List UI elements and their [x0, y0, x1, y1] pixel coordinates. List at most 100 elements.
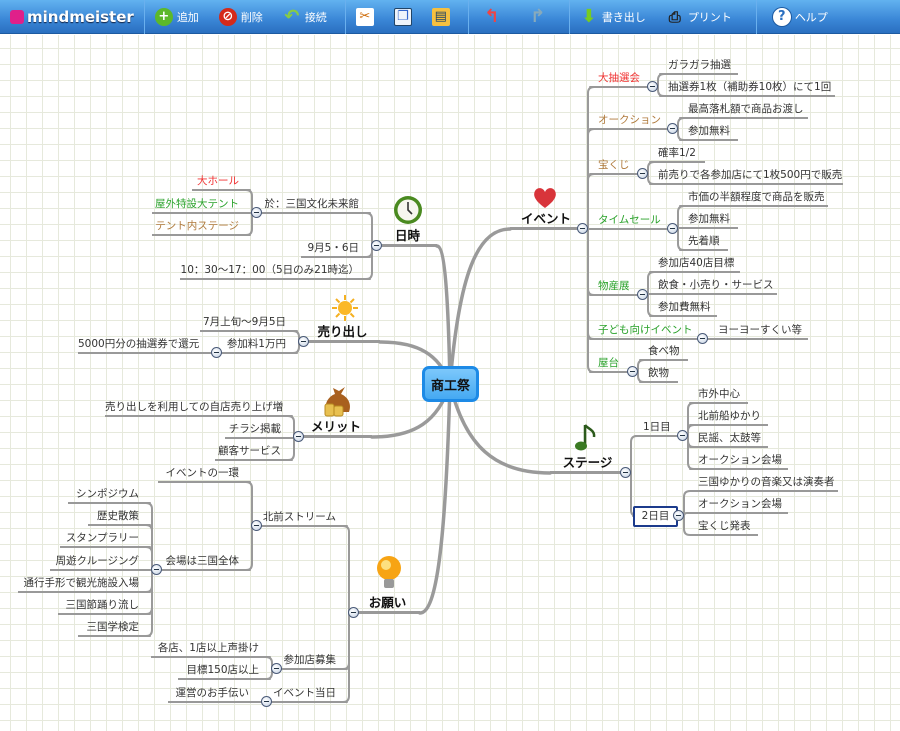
topic-event-children-5[interactable]: 子ども向けイベント — [590, 323, 702, 340]
cut-button[interactable]: ✂ — [346, 0, 384, 34]
topic-event-children-1[interactable]: オークション — [590, 113, 672, 130]
collapse-toggle-icon[interactable] — [261, 696, 272, 707]
topic-event-children-3-children-2[interactable]: 先着順 — [680, 234, 728, 251]
topic-event-children-4-children-0[interactable]: 参加店40店目標 — [650, 256, 740, 273]
collapse-toggle-icon[interactable] — [151, 564, 162, 575]
topic-event-children-3-children-0[interactable]: 市価の半額程度で商品を販売 — [680, 190, 828, 207]
topic-event-children-3-children-1[interactable]: 参加無料 — [680, 212, 738, 229]
main-topic-merit[interactable]: メリット — [300, 417, 372, 438]
collapse-toggle-icon[interactable] — [673, 510, 684, 521]
download-arrow-icon: ⬇ — [581, 6, 597, 27]
collapse-toggle-icon[interactable] — [371, 240, 382, 251]
topic-stage-children-0-children-3[interactable]: オークション会場 — [690, 453, 788, 470]
collapse-toggle-icon[interactable] — [620, 467, 631, 478]
topic-stage-children-0-children-0[interactable]: 市外中心 — [690, 387, 748, 404]
main-topic-request[interactable]: お願い — [355, 593, 420, 614]
topic-request-children-0-children-1-children-3[interactable]: 周遊クルージング — [50, 554, 150, 571]
topic-request-children-0-children-1-children-5[interactable]: 三国節踊り流し — [58, 598, 150, 615]
topic-datetime-children-2[interactable]: 10：30〜17：00（5日のみ21時迄） — [180, 263, 370, 280]
topic-merit-children-0[interactable]: 売り出しを利用しての自店売り上げ増 — [105, 400, 292, 417]
topic-stage-children-0-children-1[interactable]: 北前船ゆかり — [690, 409, 768, 426]
collapse-toggle-icon[interactable] — [293, 431, 304, 442]
topic-stage-children-0[interactable]: 1日目 — [635, 420, 682, 437]
topic-datetime-children-0[interactable]: 於：三国文化未来館 — [258, 197, 370, 214]
collapse-toggle-icon[interactable] — [577, 223, 588, 234]
collapse-toggle-icon[interactable] — [271, 663, 282, 674]
topic-event-children-1-children-0[interactable]: 最高落札額で商品お渡し — [680, 102, 808, 119]
collapse-toggle-icon[interactable] — [211, 347, 222, 358]
topic-event-children-2[interactable]: 宝くじ — [590, 158, 642, 175]
topic-merit-children-1[interactable]: チラシ掲載 — [225, 422, 292, 439]
topic-stage-children-1-children-0[interactable]: 三国ゆかりの音楽又は演奏者 — [690, 475, 838, 492]
collapse-toggle-icon[interactable] — [251, 520, 262, 531]
topic-datetime-children-0-children-2[interactable]: テント内ステージ — [152, 219, 250, 236]
export-button[interactable]: ⬇書き出し — [570, 0, 656, 34]
topic-request-children-1-children-1[interactable]: 目標150店以上 — [178, 663, 270, 680]
topic-request-children-0-children-1-children-4[interactable]: 通行手形で観光施設入場 — [18, 576, 150, 593]
topic-stage-children-1-children-2[interactable]: 宝くじ発表 — [690, 519, 758, 536]
topic-stage-children-0-children-2[interactable]: 民謡、太鼓等 — [690, 431, 768, 448]
topic-request-children-2[interactable]: イベント当日 — [268, 686, 347, 703]
topic-event-children-0-children-1[interactable]: 抽選券1枚（補助券10枚）にて1回 — [660, 80, 835, 97]
topic-sale-children-0[interactable]: 7月上旬〜9月5日 — [200, 315, 297, 332]
topic-event-children-0[interactable]: 大抽選会 — [590, 71, 652, 88]
topic-request-children-0-children-1-children-1[interactable]: 歴史散策 — [88, 509, 150, 526]
topic-event-children-1-children-1[interactable]: 参加無料 — [680, 124, 738, 141]
main-topic-sale[interactable]: 売り出し — [305, 322, 380, 343]
topic-event-children-5-children-0[interactable]: ヨーヨーすくい等 — [710, 323, 808, 340]
topic-request-children-0-children-1-children-6[interactable]: 三国学検定 — [78, 620, 150, 637]
topic-stage-children-1-children-1[interactable]: オークション会場 — [690, 497, 788, 514]
topic-request-children-1[interactable]: 参加店募集 — [278, 653, 347, 670]
topic-sale-children-1-children-0[interactable]: 5000円分の抽選券で還元 — [78, 337, 210, 354]
collapse-toggle-icon[interactable] — [251, 207, 262, 218]
central-topic[interactable]: 商工祭 — [422, 366, 479, 402]
topic-sale-children-1[interactable]: 参加料1万円 — [218, 337, 297, 354]
topic-event-children-0-children-0[interactable]: ガラガラ抽選 — [660, 58, 738, 75]
paste-button[interactable]: ▤ — [422, 0, 460, 34]
topic-request-children-0-children-1-children-0[interactable]: シンポジウム — [68, 487, 150, 504]
topic-event-children-4-children-1[interactable]: 飲食・小売り・サービス — [650, 278, 777, 295]
topic-merit-children-2[interactable]: 顧客サービス — [215, 444, 292, 461]
topic-datetime-children-0-children-0[interactable]: 大ホール — [192, 174, 250, 191]
connect-button[interactable]: ↶接続 — [273, 0, 337, 34]
topic-event-children-6-children-1[interactable]: 飲物 — [640, 366, 678, 383]
topic-request-children-0-children-0[interactable]: イベントの一環 — [158, 466, 250, 483]
collapse-toggle-icon[interactable] — [637, 289, 648, 300]
topic-event-children-2-children-0[interactable]: 確率1/2 — [650, 146, 705, 163]
redo-button[interactable]: ↱ — [515, 0, 561, 34]
collapse-toggle-icon[interactable] — [348, 607, 359, 618]
collapse-toggle-icon[interactable] — [298, 336, 309, 347]
collapse-toggle-icon[interactable] — [677, 430, 688, 441]
topic-request-children-0-children-1[interactable]: 会場は三国全体 — [158, 554, 250, 571]
delete-button[interactable]: ⊘削除 — [209, 0, 273, 34]
copy-button[interactable]: ❐ — [384, 0, 422, 34]
topic-request-children-0-children-1-children-2[interactable]: スタンプラリー — [60, 531, 150, 548]
topic-event-children-3[interactable]: タイムセール — [590, 213, 672, 230]
main-topic-event[interactable]: イベント — [510, 209, 582, 230]
help-button[interactable]: ?ヘルプ — [757, 0, 838, 34]
collapse-toggle-icon[interactable] — [667, 123, 678, 134]
topic-request-children-1-children-0[interactable]: 各店、1店以上声掛け — [151, 641, 270, 658]
main-topic-stage[interactable]: ステージ — [550, 453, 625, 474]
topic-event-children-4-children-2[interactable]: 参加費無料 — [650, 300, 717, 317]
topic-datetime-children-0-children-1[interactable]: 屋外特設大テント — [152, 197, 250, 214]
print-button[interactable]: ⎙プリント — [656, 0, 742, 34]
topic-datetime-children-1[interactable]: 9月5・6日 — [301, 241, 370, 258]
topic-event-children-4[interactable]: 物産展 — [590, 279, 642, 296]
node-connector — [678, 515, 691, 536]
topic-event-children-6[interactable]: 屋台 — [590, 356, 632, 373]
collapse-toggle-icon[interactable] — [697, 333, 708, 344]
topic-stage-children-1[interactable]: 2日目 — [633, 506, 678, 527]
main-topic-datetime[interactable]: 日時 — [378, 226, 437, 247]
topic-request-children-0[interactable]: 北前ストリーム — [258, 510, 347, 527]
topic-request-children-2-children-0[interactable]: 運営のお手伝い — [168, 686, 260, 703]
add-button[interactable]: +追加 — [145, 0, 209, 34]
collapse-toggle-icon[interactable] — [637, 168, 648, 179]
collapse-toggle-icon[interactable] — [627, 366, 638, 377]
collapse-toggle-icon[interactable] — [667, 223, 678, 234]
topic-event-children-6-children-0[interactable]: 食べ物 — [640, 344, 688, 361]
undo-button[interactable]: ↰ — [469, 0, 515, 34]
mindmeister-logo[interactable]: mindmeister — [0, 8, 144, 26]
collapse-toggle-icon[interactable] — [647, 81, 658, 92]
topic-event-children-2-children-1[interactable]: 前売りで各参加店にて1枚500円で販売 — [650, 168, 843, 185]
